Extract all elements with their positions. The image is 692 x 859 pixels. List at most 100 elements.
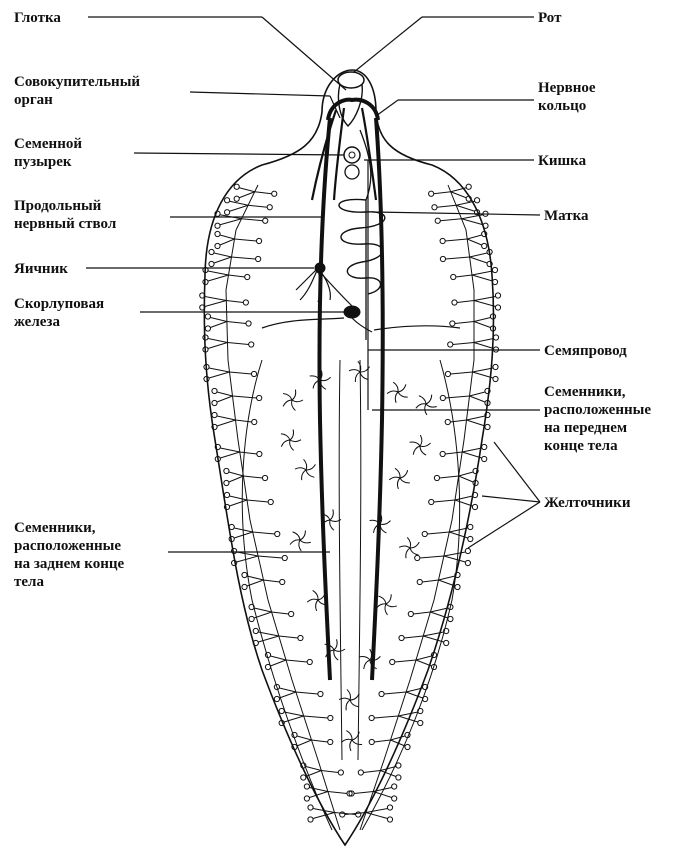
vitellaria-branch	[455, 322, 474, 324]
testis-lobe	[406, 548, 410, 558]
testis-lobe	[281, 440, 290, 447]
testis-lobe	[313, 590, 318, 600]
vitellaria-branch	[209, 372, 230, 378]
vitellaria-branch	[470, 396, 486, 402]
labels: Глотка Рот Совокупительный орган Нервное…	[14, 10, 651, 590]
mouth-opening	[338, 72, 364, 88]
testis-lobe	[316, 600, 318, 611]
vitelline-follicle	[445, 371, 450, 376]
vitellaria-branch	[253, 532, 275, 534]
vitellaria-branch	[462, 219, 484, 225]
vitellaria-branch	[328, 792, 347, 794]
vitelline-follicle	[253, 628, 258, 633]
vitelline-follicle	[251, 371, 256, 376]
testis-lobe	[410, 548, 418, 555]
vitelline-follicle	[369, 739, 374, 744]
vitelline-follicle	[379, 691, 384, 696]
leader-vitellaria-3	[468, 502, 540, 548]
label-vitellaria: Желточники	[544, 495, 631, 511]
label-anterior-testes-1: Семенники,	[544, 384, 626, 400]
label-nerve-trunk-1: Продольный	[14, 198, 102, 214]
seminal-vesicle	[344, 147, 360, 163]
vitelline-follicle	[328, 739, 333, 744]
vitelline-follicle	[472, 504, 477, 509]
vitellaria-branch	[210, 322, 227, 328]
vitelline-follicle	[256, 238, 261, 243]
vitellaria-branch	[439, 580, 456, 586]
vitelline-follicle	[209, 249, 214, 254]
label-anterior-testes-4: конце тела	[544, 438, 618, 454]
ovary	[296, 268, 330, 302]
vitellaria-branch	[230, 201, 249, 205]
vitelline-follicle	[445, 419, 450, 424]
testis-lobe	[293, 532, 300, 540]
vitellaria-branch	[248, 205, 267, 207]
vitellaria-branch	[229, 275, 245, 277]
vitelline-follicle	[482, 456, 487, 461]
vitelline-follicle	[280, 579, 285, 584]
testis-lobe	[420, 446, 426, 455]
vitellaria-branch	[233, 396, 257, 398]
testis-lobe	[399, 546, 410, 548]
vitellaria-branch	[416, 656, 432, 660]
testis-lobe	[339, 698, 350, 700]
label-uterus: Матка	[544, 208, 589, 224]
vitelline-follicle	[358, 770, 363, 775]
testis-lobe	[350, 700, 359, 707]
label-shell-gland-1: Скорлуповая	[14, 296, 104, 312]
vitellaria-branch	[450, 372, 472, 374]
testis-lobe	[398, 384, 406, 392]
vitellaria-branch	[474, 318, 491, 322]
vitellaria-branch	[279, 688, 296, 692]
vitellaria-branch	[220, 452, 240, 458]
label-mouth: Рот	[538, 10, 562, 26]
vitellaria-branch	[420, 556, 444, 558]
vitellaria-branch	[434, 500, 455, 502]
vitellaria-branch	[423, 636, 444, 642]
vitelline-follicle	[432, 205, 437, 210]
testis-lobe	[398, 392, 408, 397]
testis-lobe	[306, 470, 314, 477]
vitelline-follicle	[318, 691, 323, 696]
vitellaria-branch	[398, 712, 418, 716]
vitellaria-branch	[237, 556, 259, 562]
leader-vitellaria-1	[494, 442, 540, 502]
vitellaria-branch	[296, 692, 318, 694]
vitelline-follicle	[429, 499, 434, 504]
vitellaria-branch	[445, 239, 467, 241]
vitelline-follicle	[257, 395, 262, 400]
vitellaria-branch	[312, 740, 328, 742]
label-vas-deferens: Семяпровод	[544, 343, 627, 359]
vitellaria-branch	[217, 392, 233, 396]
vitellaria-branch	[472, 271, 493, 275]
vitellaria-branch	[217, 416, 236, 420]
vitelline-follicle	[338, 770, 343, 775]
vitellaria-branch	[279, 636, 298, 638]
testis-lobe	[290, 440, 301, 442]
leader-mouth	[354, 17, 422, 72]
vitellaria-branch	[247, 576, 264, 580]
nerve-trunk-right	[372, 118, 383, 680]
testis-lobe	[283, 400, 292, 406]
testis-lobe	[350, 694, 359, 700]
vitelline-follicle	[263, 218, 268, 223]
label-shell-gland-2: железа	[14, 314, 60, 330]
vitelline-follicle	[275, 531, 280, 536]
vitellaria-branch	[363, 771, 380, 773]
testis-lobe	[334, 639, 337, 650]
vitelline-follicle	[434, 475, 439, 480]
testis-lobe	[300, 540, 311, 543]
vitellaria-branch	[247, 580, 264, 586]
vitellaria-branch	[243, 476, 262, 478]
label-posterior-testes-4: тела	[14, 574, 44, 590]
leader-nerve-ring-diag	[376, 100, 398, 116]
vitelline-follicle	[205, 314, 210, 319]
leader-copulatory	[190, 92, 330, 96]
vitelline-follicle	[387, 817, 392, 822]
label-copulatory-organ-1: Совокупительный	[14, 74, 140, 90]
vitelline-follicle	[301, 775, 306, 780]
vitelline-follicle	[209, 261, 214, 266]
testis-lobe	[299, 540, 301, 551]
vitellaria-branch	[258, 556, 282, 558]
vitellaria-branch	[391, 736, 406, 740]
